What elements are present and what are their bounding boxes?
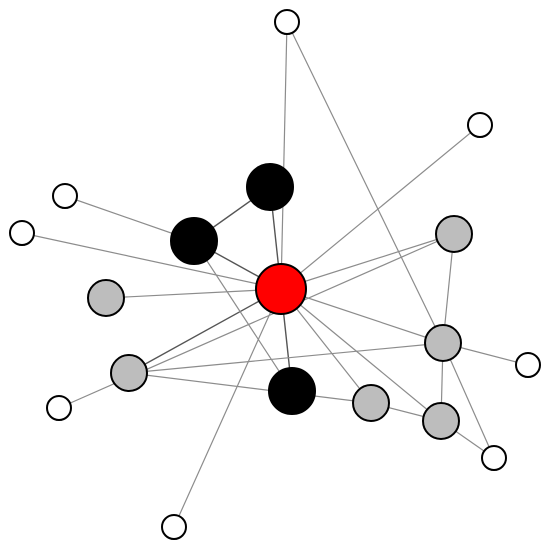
node-leaf-8 — [161, 514, 187, 540]
node-mid-5 — [424, 324, 462, 362]
node-mid-2 — [110, 354, 148, 392]
edge-mid-2-mid-5 — [128, 342, 444, 374]
node-core-2 — [170, 217, 218, 265]
node-core-3 — [268, 367, 316, 415]
edge-mid-5-leaf-7 — [442, 342, 495, 459]
node-leaf-1 — [274, 9, 300, 35]
node-leaf-6 — [46, 395, 72, 421]
graph-nodes — [9, 9, 541, 540]
node-hub — [255, 263, 307, 315]
node-leaf-4 — [9, 220, 35, 246]
node-leaf-7 — [481, 445, 507, 471]
node-leaf-2 — [467, 112, 493, 138]
edge-hub-mid-6 — [280, 288, 442, 422]
node-leaf-5 — [515, 352, 541, 378]
edge-hub-leaf-2 — [280, 124, 481, 290]
edge-hub-mid-3 — [280, 233, 455, 290]
node-core-1 — [246, 163, 294, 211]
node-mid-3 — [435, 215, 473, 253]
edge-hub-leaf-4 — [21, 232, 282, 290]
node-leaf-3 — [52, 183, 78, 209]
edge-leaf-1-mid-5 — [286, 21, 444, 344]
node-mid-4 — [352, 384, 390, 422]
node-mid-6 — [422, 402, 460, 440]
edge-core-2-core-3 — [193, 240, 293, 392]
node-mid-1 — [87, 279, 125, 317]
edge-hub-leaf-1 — [280, 21, 288, 290]
edge-hub-mid-2 — [128, 288, 282, 374]
edge-hub-leaf-8 — [173, 288, 282, 528]
edge-mid-2-mid-4 — [128, 372, 372, 404]
edge-hub-mid-1 — [105, 288, 282, 299]
